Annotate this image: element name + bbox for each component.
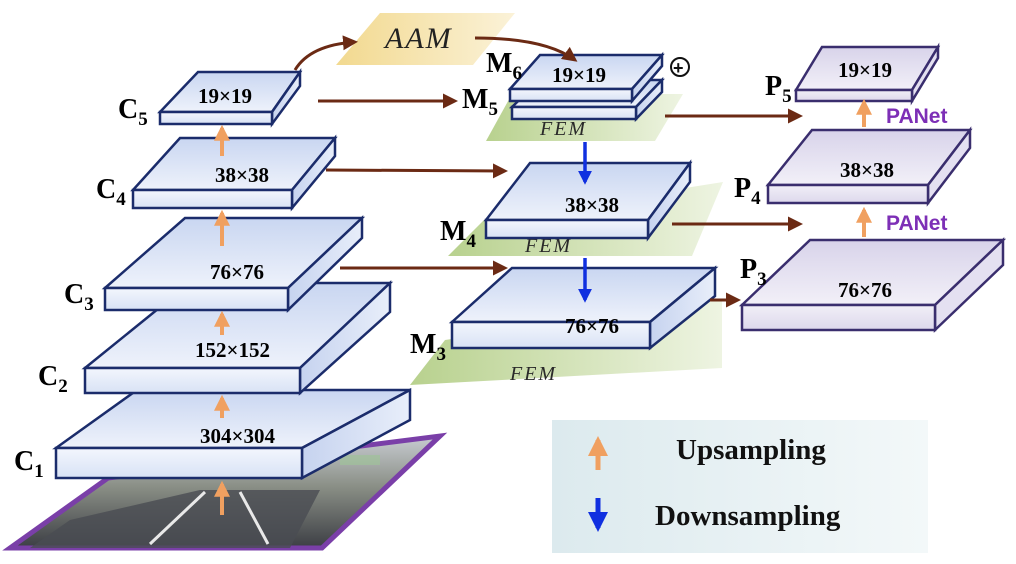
block-size-label: 304×304: [200, 424, 275, 448]
label-m3: M3: [410, 329, 446, 365]
block-m4: 38×38: [483, 159, 693, 242]
panet-label: PANet: [886, 105, 947, 128]
block-size-label: 38×38: [215, 163, 269, 187]
legend-upsampling-label: Upsampling: [676, 434, 826, 466]
block-size-label: 76×76: [210, 260, 264, 284]
block-p3: 76×76: [738, 237, 1007, 333]
block-size-label: 19×19: [198, 84, 252, 108]
label-m4: M4: [440, 216, 476, 252]
svg-text:C3: C3: [64, 279, 94, 315]
legend-downsampling-label: Downsampling: [655, 500, 841, 532]
legend: Upsampling Downsampling: [552, 420, 928, 553]
block-size-label: 76×76: [838, 278, 892, 302]
block-size-label: 19×19: [838, 58, 892, 82]
label-m5: M5: [462, 84, 498, 120]
aam-module: AAM: [336, 13, 515, 65]
lateral-arrows: [293, 35, 803, 308]
svg-text:M5: M5: [462, 84, 498, 120]
block-size-label: 76×76: [565, 314, 619, 338]
svg-text:+: +: [673, 58, 684, 78]
svg-text:P3: P3: [740, 254, 767, 290]
block-p5: 19×19: [793, 42, 941, 106]
svg-text:C4: C4: [96, 174, 126, 210]
label-m6: M6: [486, 48, 522, 84]
block-c4: 38×38: [130, 134, 338, 212]
svg-text:C1: C1: [14, 446, 44, 482]
label-c3: C3: [64, 279, 94, 315]
svg-text:C5: C5: [118, 94, 148, 130]
fem-label: FEM: [539, 118, 587, 140]
svg-text:M4: M4: [440, 216, 476, 252]
panet-label: PANet: [886, 212, 947, 235]
svg-text:P5: P5: [765, 71, 792, 107]
label-c4: C4: [96, 174, 126, 210]
block-c2: 152×152: [81, 280, 394, 396]
svg-text:M3: M3: [410, 329, 446, 365]
fem-label: FEM: [509, 363, 557, 385]
svg-text:M6: M6: [486, 48, 522, 84]
block-c5: 19×19: [157, 68, 303, 128]
block-p4: 38×38: [765, 126, 973, 207]
label-p4: P4: [734, 173, 761, 209]
label-c5: C5: [118, 94, 148, 130]
block-size-label: 38×38: [840, 158, 894, 182]
block-c3: 76×76: [101, 215, 366, 313]
block-size-label: 38×38: [565, 193, 619, 217]
block-size-label: 152×152: [195, 338, 270, 362]
label-p5: P5: [765, 71, 792, 107]
aam-label: AAM: [383, 22, 453, 55]
label-c1: C1: [14, 446, 44, 482]
label-c2: C2: [38, 361, 68, 397]
block-size-label: 19×19: [552, 63, 606, 87]
concat-plus-icon: +: [670, 57, 690, 78]
svg-text:P4: P4: [734, 173, 761, 209]
fem-label: FEM: [524, 235, 572, 257]
label-p3: P3: [740, 254, 767, 290]
svg-text:C2: C2: [38, 361, 68, 397]
block-c1: 304×304: [52, 387, 412, 481]
block-m6: 19×19: [507, 51, 665, 105]
